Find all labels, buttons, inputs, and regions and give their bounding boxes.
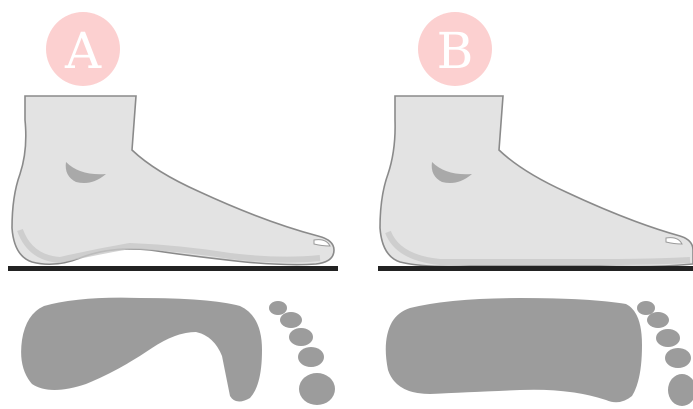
toe-print-4-a bbox=[298, 347, 324, 367]
foot-side-view-b bbox=[380, 96, 693, 267]
toe-print-5-a bbox=[299, 373, 335, 405]
toe-print-2-a bbox=[280, 312, 302, 328]
toe-print-4-b bbox=[665, 348, 691, 368]
foot-illustration-a bbox=[0, 0, 340, 409]
toe-print-5-b bbox=[668, 374, 693, 406]
panel-b: B bbox=[370, 0, 693, 409]
panel-a: A bbox=[0, 0, 340, 409]
ground-line-a bbox=[8, 266, 338, 271]
foot-side-view-a bbox=[12, 96, 334, 265]
footprint-sole-b bbox=[386, 298, 642, 402]
toe-print-3-b bbox=[656, 329, 680, 347]
footprint-sole-a bbox=[21, 298, 262, 402]
toe-print-3-a bbox=[289, 328, 313, 346]
toe-print-1-a bbox=[269, 301, 287, 315]
toe-print-2-b bbox=[647, 312, 669, 328]
foot-illustration-b bbox=[370, 0, 693, 409]
ground-line-b bbox=[378, 266, 693, 271]
toe-print-1-b bbox=[637, 301, 655, 315]
